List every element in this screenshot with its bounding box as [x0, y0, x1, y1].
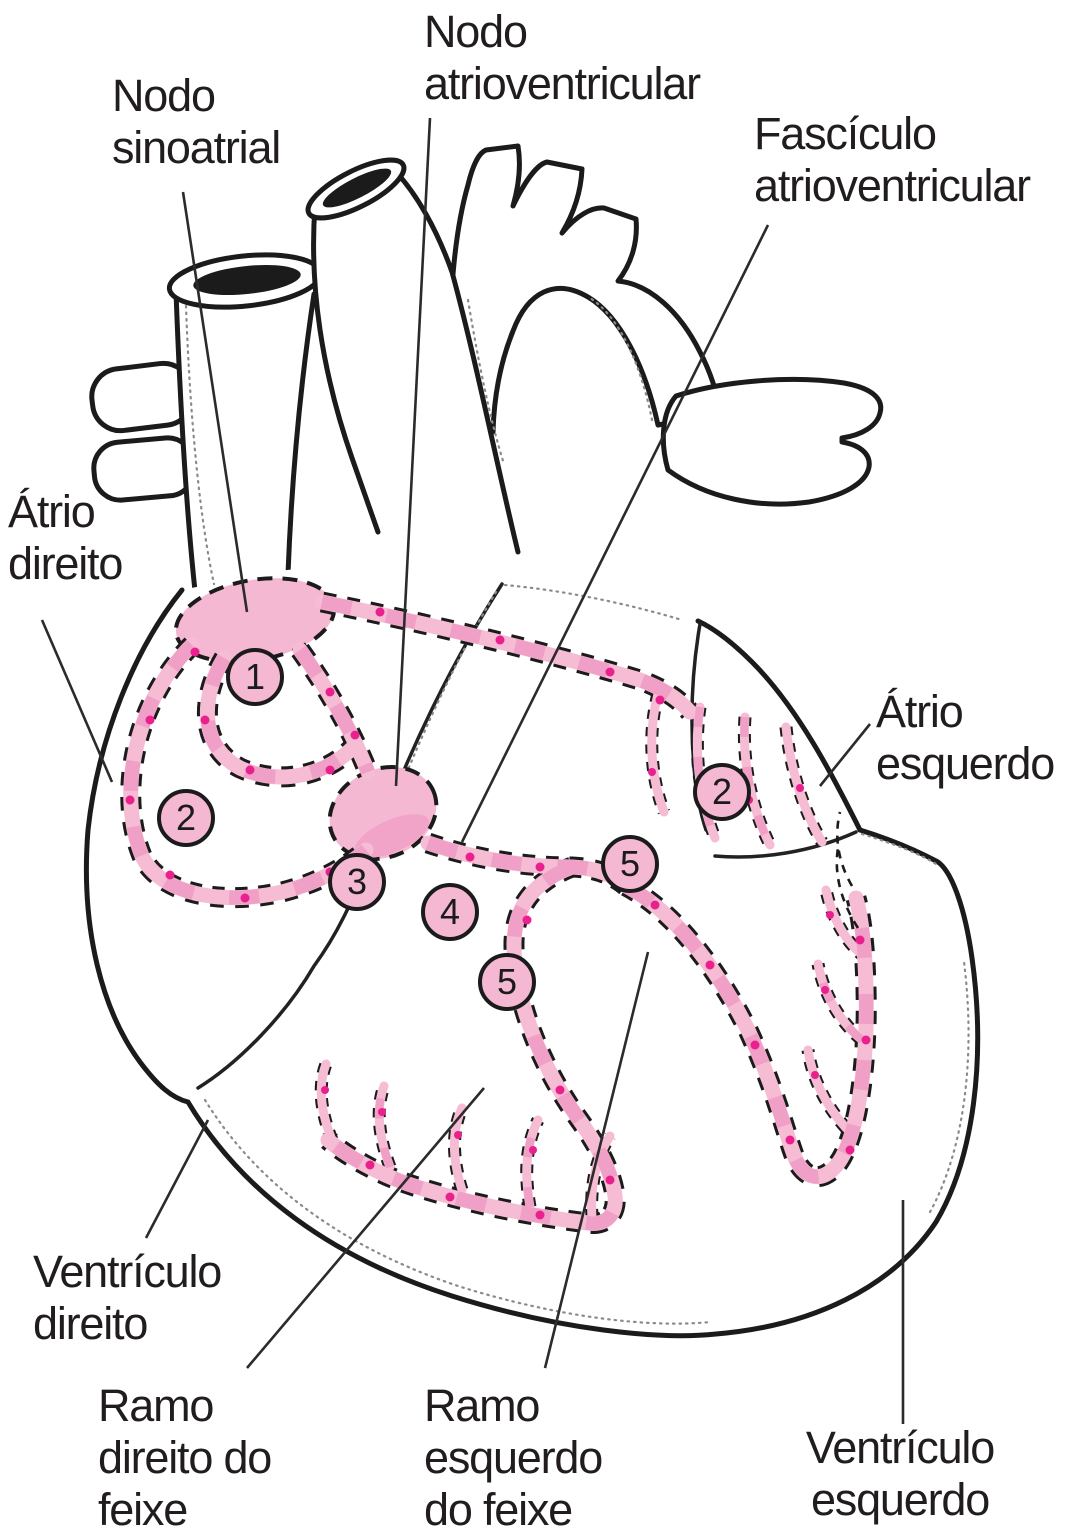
- sequence-marker-2: 2: [157, 789, 215, 847]
- leader-nodo-atrioventricular: [394, 117, 432, 787]
- label-line: direito: [33, 1298, 148, 1349]
- sequence-marker-number: 2: [711, 771, 733, 812]
- sequence-marker-number: 4: [439, 891, 461, 932]
- label-line: atrioventricular: [424, 58, 701, 109]
- heart-fill: [86, 565, 978, 1336]
- right-pulmonary-artery: [660, 376, 884, 507]
- svc-opening: [193, 264, 301, 296]
- great-vessels: [89, 143, 884, 603]
- sequence-marker-number: 1: [244, 656, 266, 697]
- label-line: esquerdo: [810, 1474, 990, 1525]
- label-line: feixe: [98, 1484, 188, 1535]
- sequence-marker-3: 3: [328, 853, 386, 911]
- impulse-dots: [125, 607, 871, 1220]
- label-line: Ramo: [98, 1380, 214, 1431]
- sequence-marker-5: 5: [601, 835, 659, 893]
- label-line: Ventrículo: [805, 1422, 995, 1473]
- sequence-marker-2: 2: [693, 763, 751, 821]
- label-line: esquerdo: [424, 1432, 603, 1483]
- sequence-marker-4: 4: [421, 883, 479, 941]
- leader-atrio-direito: [40, 619, 114, 783]
- leader-ramo-esquerdo: [543, 951, 650, 1369]
- label-line: sinoatrial: [112, 122, 281, 173]
- left-atrium-lower-groove: [713, 830, 858, 859]
- heart-outline: [83, 587, 981, 1339]
- leader-fasciculo-atrioventricular: [460, 224, 770, 843]
- label-line: Ramo: [424, 1380, 540, 1431]
- leader-nodo-sinoatrial: [181, 191, 249, 613]
- label-line: Átrio: [8, 486, 96, 537]
- label-line: Nodo: [112, 70, 216, 121]
- sequence-marker-1: 1: [226, 648, 284, 706]
- superior-vena-cava: [166, 252, 324, 603]
- purkinje-twig: [835, 847, 860, 929]
- sequence-marker-number: 5: [496, 961, 518, 1002]
- label-line: do feixe: [424, 1484, 573, 1535]
- sequence-marker-number: 2: [175, 797, 197, 838]
- label-line: direito do: [98, 1432, 272, 1483]
- leader-lines: [40, 117, 905, 1424]
- label-line: direito: [8, 538, 123, 589]
- leader-ramo-direito: [246, 1087, 485, 1369]
- label-line: Nodo: [424, 6, 528, 57]
- pulmonary-opening: [322, 168, 392, 208]
- leader-atrio-esquerdo: [818, 723, 872, 787]
- label-line: esquerdo: [876, 738, 1055, 789]
- label-line: Fascículo: [754, 108, 937, 159]
- sequence-marker-5: 5: [478, 953, 536, 1011]
- sequence-marker-number: 5: [619, 843, 641, 884]
- label-line: Átrio: [876, 686, 964, 737]
- purkinje-twig: [836, 811, 854, 887]
- aorta: [447, 143, 724, 435]
- leader-ventriculo-direito: [144, 1119, 210, 1239]
- label-line: Ventrículo: [33, 1246, 222, 1297]
- conduction-system: [125, 576, 871, 1224]
- label-line: atrioventricular: [754, 160, 1031, 211]
- sequence-marker-number: 3: [346, 861, 368, 902]
